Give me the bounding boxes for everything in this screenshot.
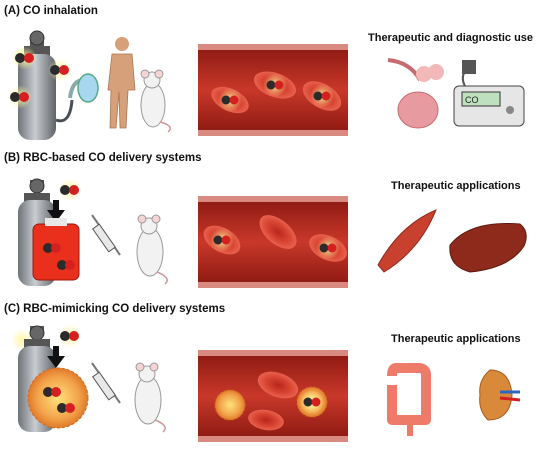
colon-icon <box>387 363 431 436</box>
mouse-icon <box>140 69 171 133</box>
liver-icon <box>449 222 527 273</box>
co-monitor-icon: CO <box>453 60 525 127</box>
co-molecule-icon <box>300 390 324 414</box>
panel-c-title: (C) RBC-mimicking CO delivery systems <box>4 303 226 315</box>
red-blood-cell <box>248 371 299 431</box>
co-molecule-icon <box>210 228 340 260</box>
panel-b-use-title: Therapeutic applications <box>391 180 521 192</box>
panel-a-use-title: Therapeutic and diagnostic use <box>368 32 534 44</box>
muscle-icon <box>377 209 437 273</box>
co-monitor-text: CO <box>465 95 479 105</box>
panel-a-title: (A) CO inhalation <box>4 5 98 17</box>
inhalation-mask-icon <box>55 73 99 123</box>
panel-c-use-title: Therapeutic applications <box>391 333 521 345</box>
lung-icon <box>387 58 444 129</box>
kidney-icon <box>479 369 521 421</box>
syringe-icon <box>91 362 121 404</box>
human-figure-icon <box>107 37 136 129</box>
syringe-icon <box>91 214 121 256</box>
co-molecule-icon <box>58 178 82 202</box>
mouse-icon <box>134 362 166 433</box>
down-arrow-icon <box>47 200 65 222</box>
panel-b-title: (B) RBC-based CO delivery systems <box>4 152 202 164</box>
co-molecule-icon <box>48 58 72 82</box>
down-arrow-icon <box>47 346 65 368</box>
co-molecule-icon <box>13 46 37 70</box>
co-molecule-icon <box>58 324 82 348</box>
co-molecule-icon <box>8 85 32 109</box>
mouse-icon <box>136 214 168 285</box>
blood-bag-icon <box>32 218 80 281</box>
co-molecule-icon <box>218 73 334 112</box>
nanoparticle-icon <box>27 367 89 429</box>
